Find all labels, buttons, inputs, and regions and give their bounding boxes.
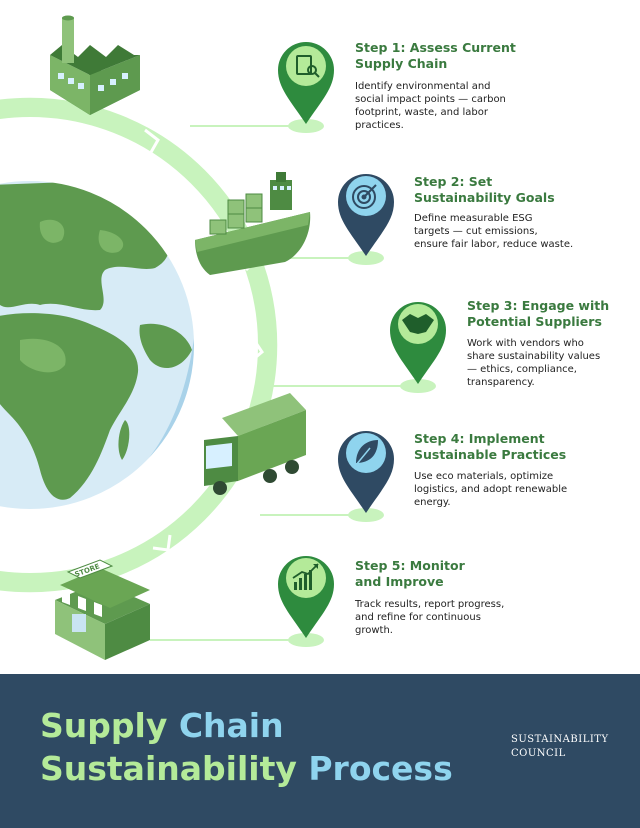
delivery-truck-icon bbox=[204, 393, 306, 495]
factory-icon bbox=[50, 15, 140, 115]
document-search-icon bbox=[296, 55, 320, 78]
step-2-title: Step 2: Set Sustainability Goals bbox=[414, 174, 555, 205]
step-1-title: Step 1: Assess Current Supply Chain bbox=[355, 40, 516, 71]
footer-banner bbox=[0, 674, 640, 828]
store-icon: STORE bbox=[55, 559, 150, 660]
step-4-title: Step 4: Implement Sustainable Practices bbox=[414, 431, 567, 462]
map-pin-step-2 bbox=[338, 174, 394, 265]
handshake-icon bbox=[402, 314, 434, 334]
globe-icon bbox=[0, 179, 196, 511]
step-5-title: Step 5: Monitor and Improve bbox=[355, 558, 465, 589]
leaf-icon bbox=[355, 440, 378, 466]
map-pin-step-1 bbox=[278, 42, 334, 133]
step-4-description: Use eco materials, optimize logistics, a… bbox=[414, 471, 568, 508]
cargo-ship-icon bbox=[195, 172, 311, 275]
organization-name: SUSTAINABILITY COUNCIL bbox=[511, 734, 609, 759]
step-2-description: Define measurable ESG targets — cut emis… bbox=[414, 213, 574, 250]
growth-chart-icon bbox=[292, 563, 319, 590]
map-pin-step-3 bbox=[390, 302, 446, 393]
supply-loop-ring bbox=[0, 97, 278, 593]
step-5-description: Track results, report progress, and refi… bbox=[355, 599, 505, 636]
step-3-title: Step 3: Engage with Potential Suppliers bbox=[467, 298, 610, 329]
target-icon bbox=[352, 184, 377, 209]
map-pin-step-4 bbox=[338, 431, 394, 522]
step-1-description: Identify environmental and social impact… bbox=[355, 81, 506, 131]
map-pin-step-5 bbox=[278, 556, 334, 647]
step-3-description: Work with vendors who share sustainabili… bbox=[467, 338, 601, 388]
page-title: Supply Chain Sustainability Process bbox=[40, 706, 453, 788]
